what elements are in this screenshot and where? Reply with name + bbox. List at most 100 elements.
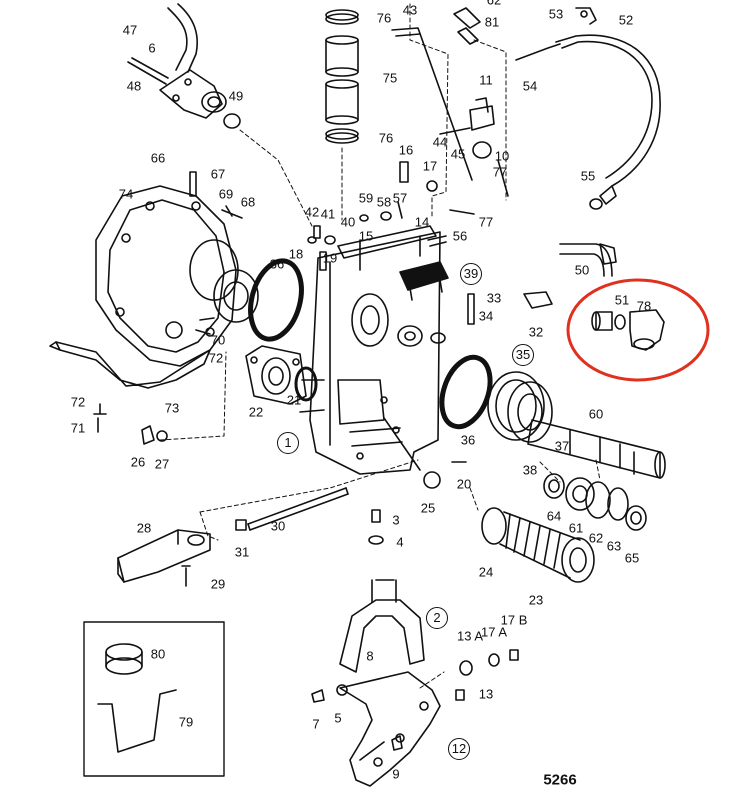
callout-24: 24 (478, 564, 494, 580)
callout-6: 6 (148, 40, 156, 56)
callout-13a: 13 A (456, 628, 484, 644)
flange-22 (245, 345, 307, 405)
splash-guard-73 (49, 341, 211, 389)
callout-69: 69 (218, 186, 234, 202)
callout-10: 10 (494, 148, 510, 164)
callout-7: 7 (312, 716, 320, 732)
callout-71: 71 (70, 420, 86, 436)
callout-62: 62 (588, 530, 604, 546)
callout-25: 25 (420, 500, 436, 516)
callout-74: 74 (118, 186, 134, 202)
callout-34: 34 (478, 308, 494, 324)
screw-17b (509, 649, 519, 661)
callout-27: 27 (154, 456, 170, 472)
callout-31: 31 (234, 544, 250, 560)
callout-79: 79 (178, 714, 194, 730)
callout-26: 26 (130, 454, 146, 470)
callout-43: 43 (402, 2, 418, 18)
callout-30: 30 (270, 518, 286, 534)
yoke-arm (127, 3, 227, 119)
callout-23: 23 (528, 592, 544, 608)
steering-arm-28 (117, 529, 211, 583)
callout-17: 17 (422, 158, 438, 174)
callout-8: 8 (366, 648, 374, 664)
callout-63: 63 (606, 538, 622, 554)
callout-47: 47 (122, 22, 138, 38)
callout-39: 39 (460, 263, 482, 285)
callout-62-top: 62 (486, 0, 502, 8)
bolt-29 (181, 565, 191, 587)
main-housing (299, 225, 441, 475)
callout-51: 51 (614, 292, 630, 308)
callout-78: 78 (636, 298, 652, 314)
washer-27 (156, 430, 168, 442)
callout-61: 61 (568, 520, 584, 536)
callout-40: 40 (340, 214, 356, 230)
callout-12: 12 (448, 738, 470, 760)
callout-54: 54 (522, 78, 538, 94)
callout-5: 5 (334, 710, 342, 726)
callout-4: 4 (396, 534, 404, 550)
callout-50: 50 (574, 262, 590, 278)
callout-77-top: 77 (492, 164, 508, 180)
bellows-hose-75 (325, 9, 359, 144)
callout-1: 1 (277, 432, 299, 454)
screw-3 (371, 509, 381, 523)
drawing-number: 5266 (543, 771, 577, 789)
callout-17b: 17 B (500, 612, 528, 628)
callout-58: 58 (376, 194, 392, 210)
plug-13a (459, 660, 473, 676)
callout-15: 15 (358, 228, 374, 244)
cover-plate-74 (95, 185, 259, 367)
callout-73: 73 (164, 400, 180, 416)
water-hose-50 (559, 243, 617, 277)
callout-9: 9 (392, 766, 400, 782)
nut-26 (141, 425, 155, 445)
callout-70: 70 (210, 332, 226, 348)
callout-38: 38 (522, 462, 538, 478)
callout-36-right: 36 (460, 432, 476, 448)
callout-41: 41 (320, 206, 336, 222)
callout-42: 42 (304, 204, 320, 220)
callout-20: 20 (456, 476, 472, 492)
callout-45: 45 (450, 146, 466, 162)
fitting-81 (453, 7, 481, 29)
callout-37: 37 (554, 438, 570, 454)
callout-32: 32 (528, 324, 544, 340)
callout-56: 56 (452, 228, 468, 244)
callout-18: 18 (288, 246, 304, 262)
callout-28: 28 (136, 520, 152, 536)
callout-76-top: 76 (376, 10, 392, 26)
callout-57: 57 (392, 190, 408, 206)
callout-35: 35 (512, 344, 534, 366)
propeller-shaft-60 (527, 419, 666, 479)
callout-3: 3 (392, 512, 400, 528)
callout-66: 66 (150, 150, 166, 166)
tie-rod-30 (247, 487, 349, 531)
callout-17a: 17 A (480, 624, 508, 640)
bracket-53 (575, 7, 597, 25)
screw-67 (189, 171, 197, 197)
callout-33: 33 (486, 290, 502, 306)
bearing-35 (487, 371, 553, 443)
callout-67: 67 (210, 166, 226, 182)
callout-19: 19 (322, 250, 338, 266)
nut-31 (235, 519, 247, 531)
lower-fork-2 (339, 579, 425, 673)
callout-80: 80 (150, 646, 166, 662)
screw-71 (93, 403, 107, 433)
callout-59: 59 (358, 190, 374, 206)
callout-77-bottom: 77 (478, 214, 494, 230)
callout-22: 22 (248, 404, 264, 420)
washer-4 (368, 535, 384, 545)
dashed-leaders (159, 3, 601, 689)
callout-14: 14 (414, 214, 430, 230)
callout-21: 21 (286, 392, 302, 408)
control-cable (515, 34, 661, 210)
elbow-fitting-78 (591, 309, 665, 351)
seal-kit (543, 473, 647, 531)
callout-36-left: 36 (269, 256, 285, 272)
callout-11: 11 (479, 72, 493, 88)
callout-81: 81 (484, 14, 500, 30)
